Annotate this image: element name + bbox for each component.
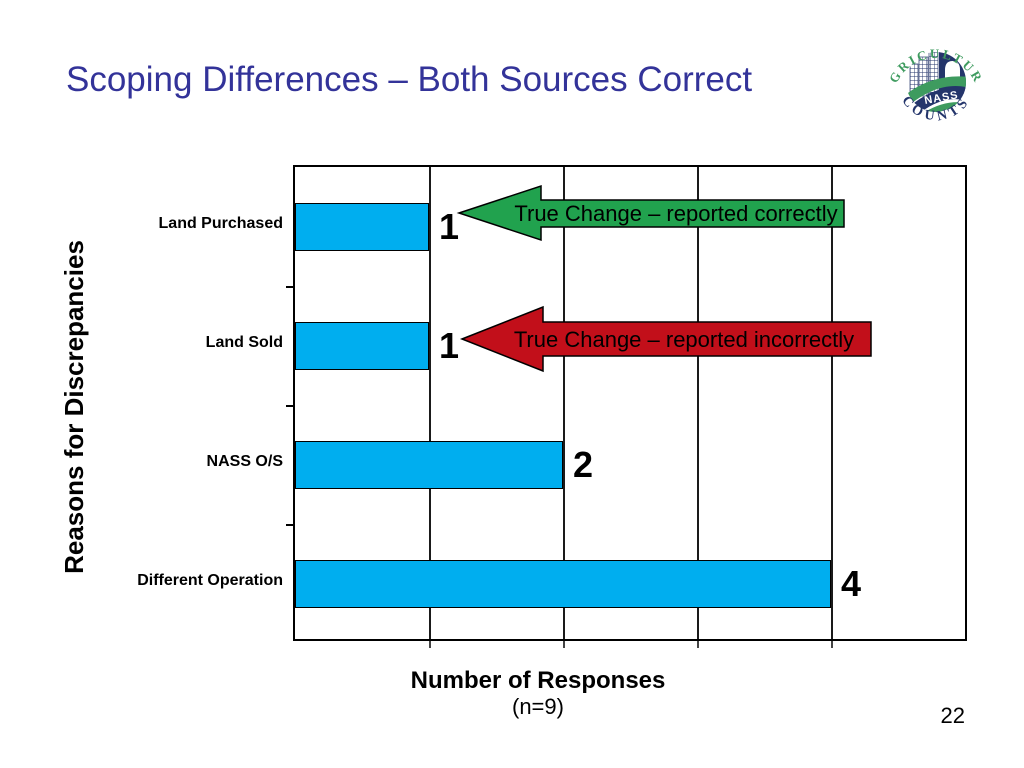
category-label: Land Purchased [158, 215, 283, 232]
y-axis-tick [286, 286, 295, 288]
value-label: 1 [439, 325, 460, 366]
y-axis-tick [286, 405, 295, 407]
x-axis-tick [831, 641, 833, 648]
value-label: 1 [439, 206, 460, 247]
gridline [831, 167, 833, 639]
value-label: 4 [841, 563, 862, 604]
logo-nass-text: NASS [923, 89, 959, 107]
x-axis-tick [697, 641, 699, 648]
category-label: Different Operation [137, 572, 283, 589]
plot-area: 1 1 2 4 [286, 165, 967, 648]
slide-title: Scoping Differences – Both Sources Corre… [66, 60, 753, 99]
logo-nass-band-icon [908, 86, 966, 112]
category-label: Land Sold [205, 334, 283, 351]
logo-building-icon [918, 56, 929, 97]
page-number: 22 [940, 703, 965, 728]
nass-agriculture-counts-logo: NASS AGRICULTURE COUNTS [886, 22, 984, 125]
x-axis-tick [563, 641, 565, 648]
category-label: NASS O/S [206, 453, 283, 470]
bar-land-purchased [295, 203, 429, 251]
gridline [697, 167, 699, 639]
x-axis-tick [429, 641, 431, 648]
bar-land-sold [295, 322, 429, 370]
bar-different-operation [295, 560, 831, 608]
gridline [429, 167, 431, 639]
y-axis-title: Reasons for Discrepancies [59, 240, 89, 574]
x-axis-subtitle: (n=9) [512, 694, 564, 719]
y-axis-tick [286, 524, 295, 526]
x-axis-title: Number of Responses [410, 667, 666, 694]
value-label: 2 [573, 444, 594, 485]
bar-nass-os [295, 441, 563, 489]
gridline [563, 167, 565, 639]
logo-green-swoosh-icon [906, 76, 966, 106]
